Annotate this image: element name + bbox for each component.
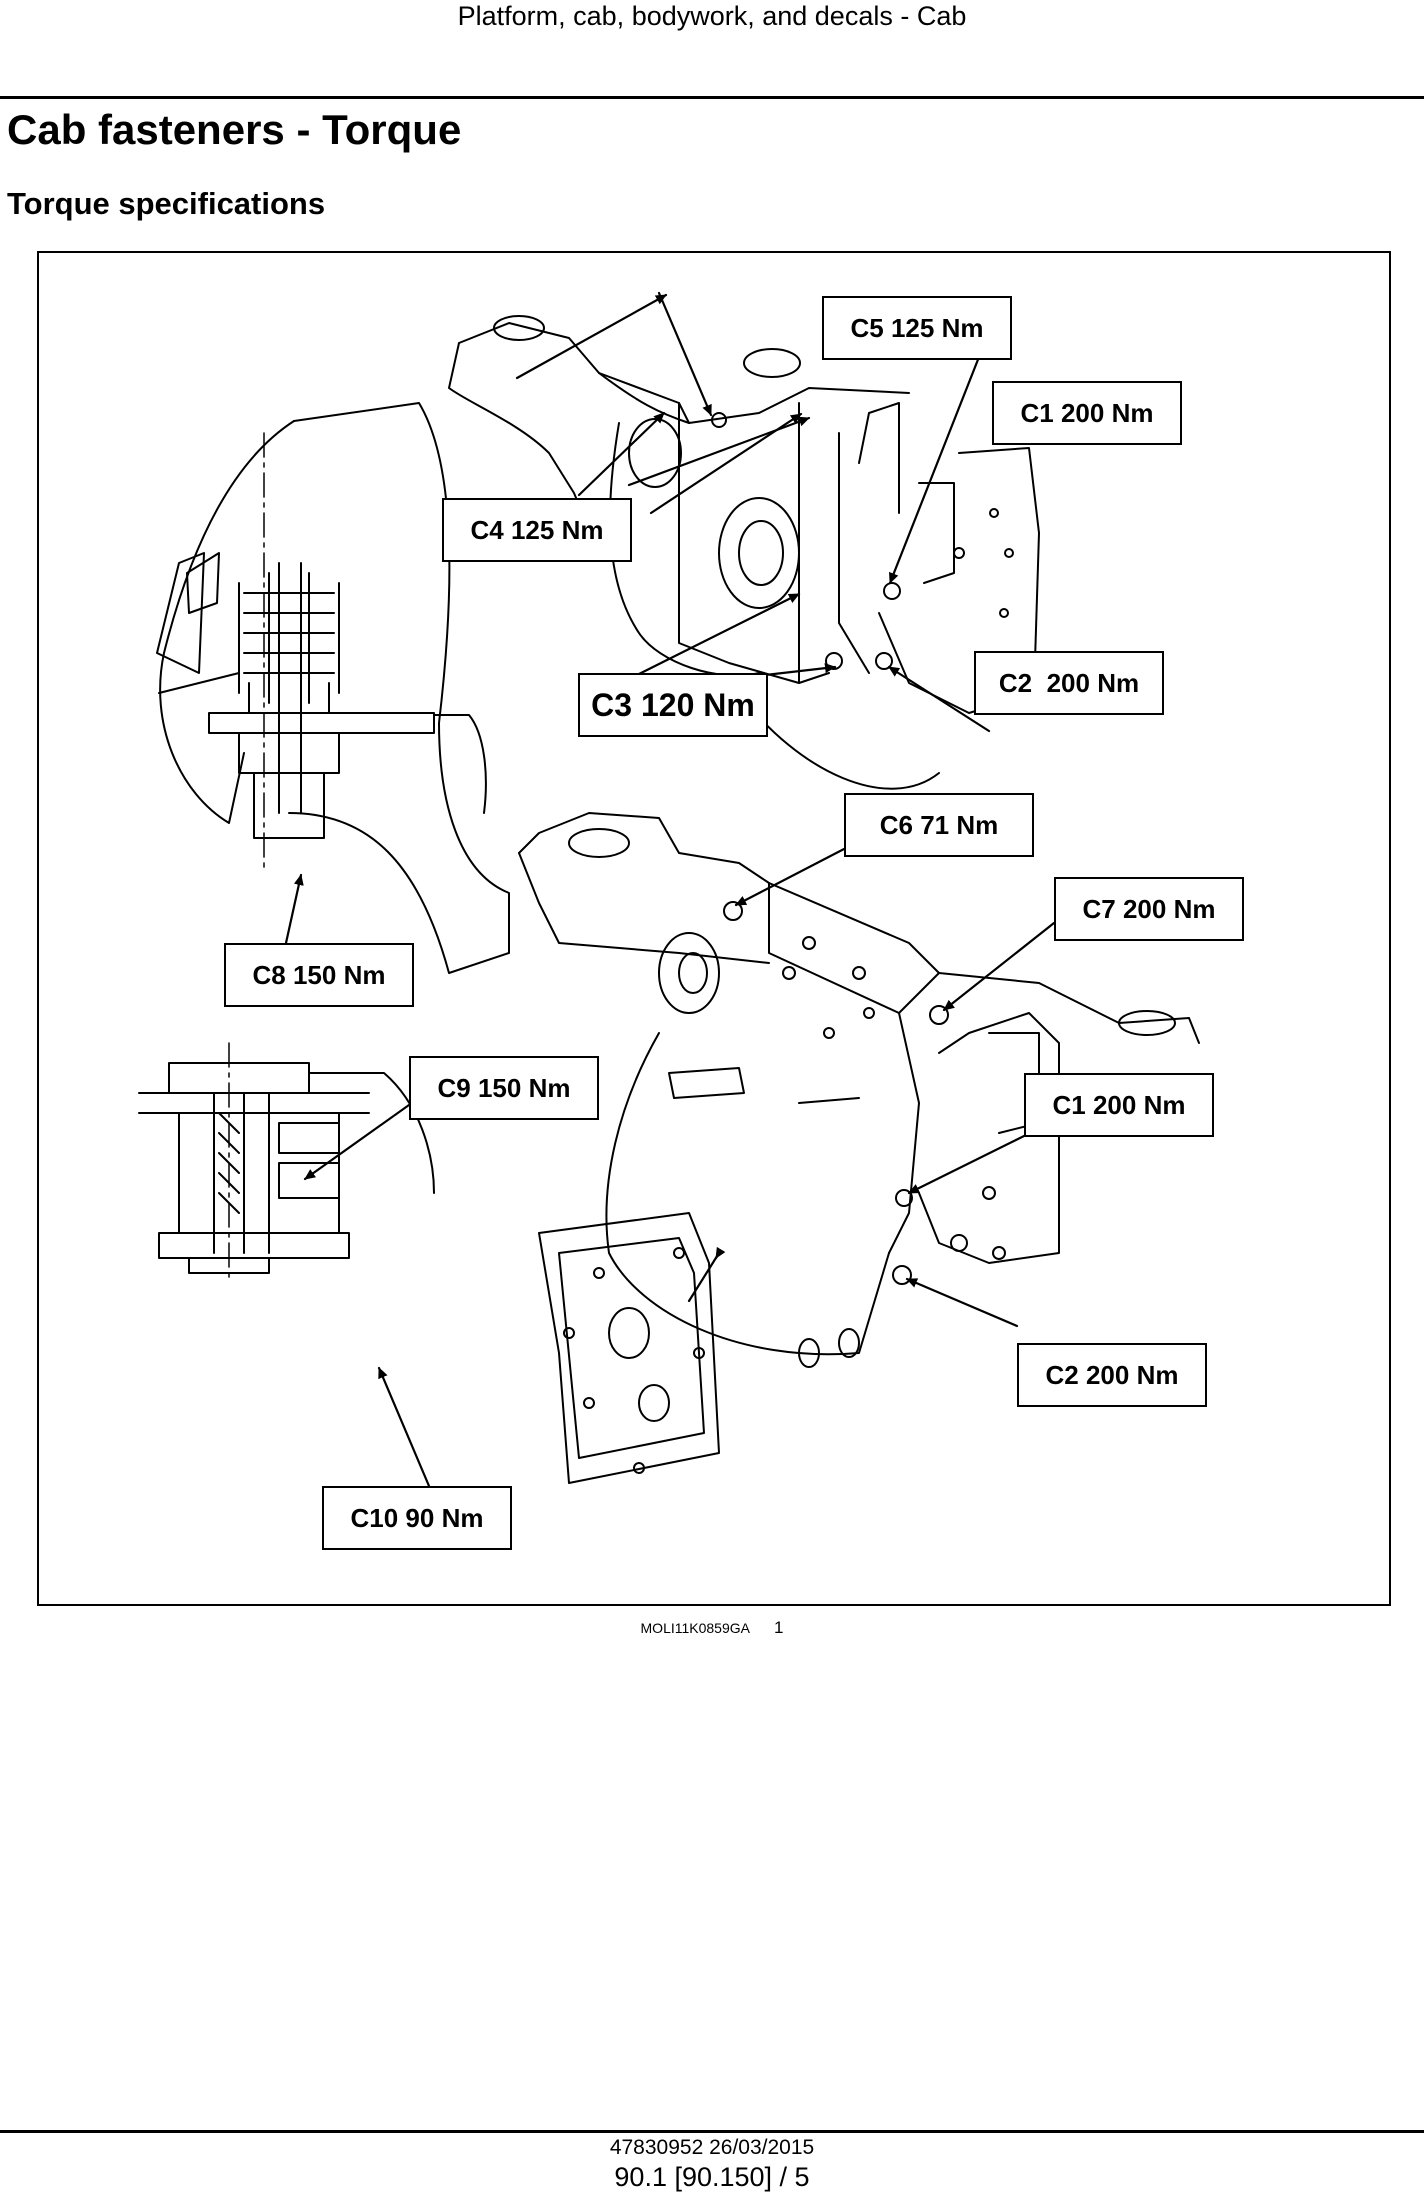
torque-figure: C5 125 Nm C1 200 Nm C4 125 Nm C3 120 Nm … xyxy=(37,251,1391,1606)
header-rule xyxy=(0,96,1424,99)
callout-c3: C3 120 Nm xyxy=(578,673,768,737)
footer-rule xyxy=(0,2130,1424,2133)
callout-c10: C10 90 Nm xyxy=(322,1486,512,1550)
callout-c1-bottom: C1 200 Nm xyxy=(1024,1073,1214,1137)
callout-c6: C6 71 Nm xyxy=(844,793,1034,857)
page-title: Cab fasteners - Torque xyxy=(7,106,462,153)
callout-c1-top: C1 200 Nm xyxy=(992,381,1182,445)
page-number: 90.1 [90.150] / 5 xyxy=(614,2162,810,2192)
leader-lines xyxy=(687,1246,726,1303)
figure-reference-code: MOLI11K0859GA xyxy=(640,1620,750,1636)
c8-section-drawing xyxy=(156,402,510,974)
callout-c9: C9 150 Nm xyxy=(409,1056,599,1120)
figure-number: 1 xyxy=(774,1618,784,1637)
callout-c2-bottom: C2 200 Nm xyxy=(1017,1343,1207,1407)
figure-reference: MOLI11K0859GA 1 xyxy=(0,1618,1424,1638)
callout-c5: C5 125 Nm xyxy=(822,296,1012,360)
document-id: 47830952 26/03/2015 xyxy=(609,2136,815,2159)
callout-c7: C7 200 Nm xyxy=(1054,877,1244,941)
callout-c4: C4 125 Nm xyxy=(442,498,632,562)
callout-c2-top: C2 200 Nm xyxy=(974,651,1164,715)
running-header: Platform, cab, bodywork, and decals - Ca… xyxy=(457,1,967,31)
c9-c10-section-drawing xyxy=(138,1042,435,1284)
callout-c8: C8 150 Nm xyxy=(224,943,414,1007)
section-subtitle: Torque specifications xyxy=(7,186,326,221)
